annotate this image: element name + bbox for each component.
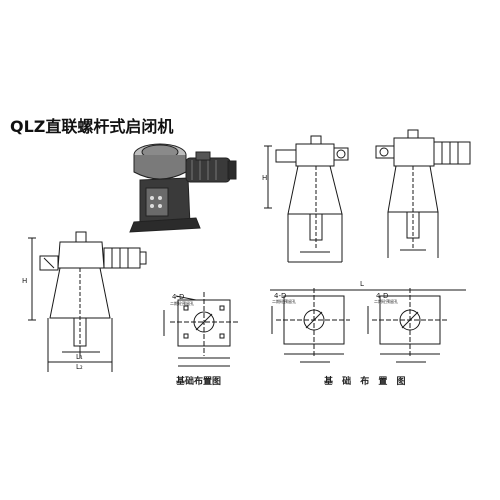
right-elevation-b: [375, 129, 471, 258]
dim-label-l2: L₂: [76, 363, 83, 371]
dim-label-d-double-a: 4-D: [274, 292, 286, 300]
machine-photo: [129, 143, 237, 233]
right-elevation-a: [264, 135, 349, 263]
foundation-plan-single: [163, 292, 238, 367]
dim-label-h-right: H: [262, 174, 267, 182]
diagram-title: QLZ直联螺杆式启闭机: [10, 117, 174, 136]
dim-label-h: H: [22, 277, 27, 285]
dim-label-d-single: 4-D: [172, 293, 184, 301]
dim-label-l: L: [360, 280, 364, 288]
dim-note-double-a: 二期砼预留孔: [272, 298, 296, 304]
left-elevation: [28, 231, 147, 372]
dim-note-single: 二期砼预留孔: [170, 300, 194, 306]
caption-foundation-single: 基础布置图: [176, 377, 222, 387]
dim-note-double-b: 二期砼预留孔: [374, 298, 398, 304]
foundation-plan-double: [270, 288, 466, 363]
dim-label-l1: L₁: [76, 353, 83, 361]
caption-foundation-double: 基 础 布 置 图: [324, 377, 409, 387]
dim-label-d-double-b: 4-D: [376, 292, 388, 300]
